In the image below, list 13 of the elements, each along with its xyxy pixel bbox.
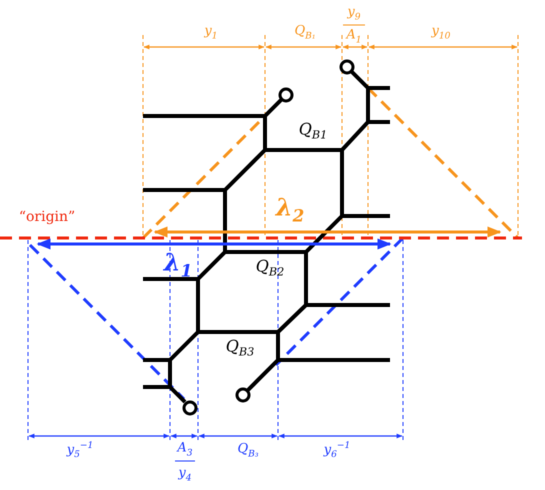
math-label: Q$_{B1}$ [298, 121, 328, 141]
math-label: A$_{3}$ [177, 442, 193, 458]
math-label: y$_{1}$ [204, 24, 218, 42]
math-label: Q$_{B2}$ [256, 258, 284, 278]
origin-label: “origin” [18, 210, 76, 224]
math-label: y$_{10}$ [432, 24, 450, 42]
math-label: Q$_{B₁}$ [294, 24, 316, 42]
math-label: y$_{4}$ [178, 466, 192, 484]
math-label: A$_{1}$ [346, 28, 362, 46]
math-label: Q$_{B₃}$ [238, 442, 258, 460]
math-label: y$_{9}$ [347, 6, 361, 22]
math-label: Q$_{B3}$ [226, 338, 254, 358]
wavelength-label: λ$_{2}$ [276, 196, 304, 224]
